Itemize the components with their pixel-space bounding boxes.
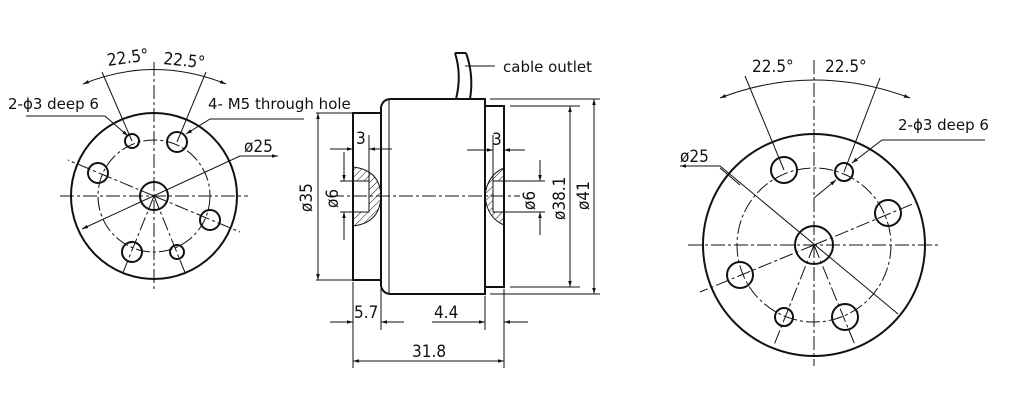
pin-hole-note: 2-ϕ3 deep 6 bbox=[898, 116, 989, 134]
right-flange-length-dim: 4.4 bbox=[434, 303, 458, 323]
pin-hole-note: 2-ϕ3 deep 6 bbox=[8, 95, 99, 113]
right-flange-diameter-dim: ø38.1 bbox=[550, 177, 570, 220]
angle-dim-left: 22.5° bbox=[106, 45, 150, 71]
angle-dim-right: 22.5° bbox=[162, 49, 206, 73]
through-hole bbox=[726, 261, 754, 289]
through-hole bbox=[199, 209, 221, 231]
right-bore-diameter-dim: ø6 bbox=[520, 191, 540, 210]
through-hole bbox=[87, 162, 109, 184]
through-hole bbox=[166, 131, 188, 153]
left-bore-depth-dim: 3 bbox=[356, 129, 366, 149]
angle-dim-right: 22.5° bbox=[825, 57, 867, 77]
through-hole bbox=[831, 303, 859, 331]
left-end-view: 22.5° 22.5° 2-ϕ3 deep 6 4- M5 through ho… bbox=[8, 45, 351, 290]
right-bore-depth-dim: 3 bbox=[492, 130, 502, 150]
pin-hole bbox=[774, 307, 794, 327]
mounting-holes bbox=[726, 156, 902, 331]
left-flange-diameter-dim: ø35 bbox=[297, 183, 317, 212]
pin-hole bbox=[834, 162, 854, 182]
through-hole bbox=[874, 199, 902, 227]
side-view: cable outlet ø35 ø6 3 3 ø6 ø38.1 bbox=[297, 52, 600, 368]
cable-outlet-note: cable outlet bbox=[503, 58, 592, 76]
body-diameter-dim: ø41 bbox=[574, 181, 594, 210]
angle-dim-left: 22.5° bbox=[752, 57, 794, 77]
through-hole bbox=[770, 156, 798, 184]
body bbox=[380, 98, 486, 295]
overall-length-dim: 31.8 bbox=[412, 342, 446, 362]
pitch-diameter-dim: ø25 bbox=[244, 137, 273, 157]
left-flange-length-dim: 5.7 bbox=[354, 303, 378, 323]
left-bore-diameter-dim: ø6 bbox=[323, 189, 343, 208]
pin-hole bbox=[124, 133, 140, 149]
cable bbox=[454, 52, 473, 100]
through-hole-note: 4- M5 through hole bbox=[208, 95, 351, 113]
right-end-view: 22.5° 22.5° 2-ϕ3 deep 6 ø25 bbox=[680, 57, 989, 366]
pitch-diameter-dim: ø25 bbox=[680, 147, 709, 167]
through-hole bbox=[121, 241, 143, 263]
pin-hole bbox=[169, 244, 185, 260]
